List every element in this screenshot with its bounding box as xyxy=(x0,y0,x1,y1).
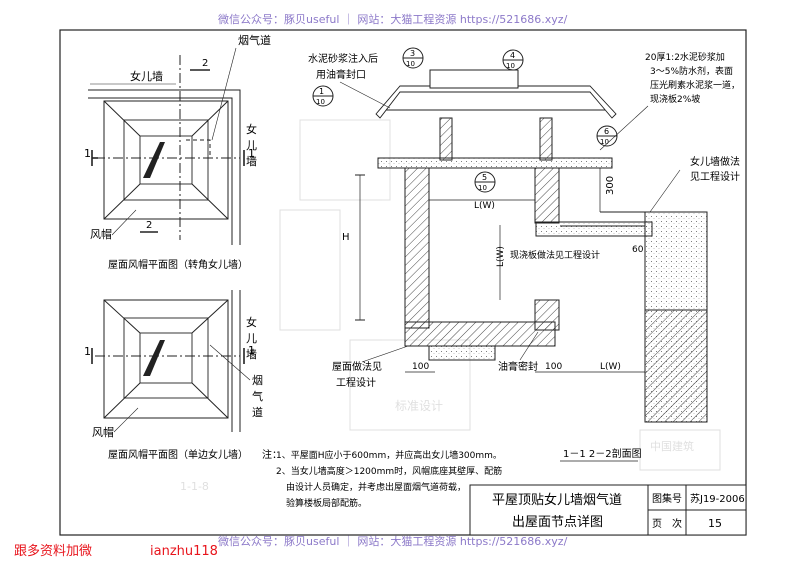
notes-label: 注： xyxy=(262,448,282,461)
section-mark-2b: 2 xyxy=(146,220,152,231)
wall-finish-2: 见工程设计 xyxy=(690,170,740,183)
svg-text:10: 10 xyxy=(478,184,487,192)
drawing-title-2: 出屋面节点详图 xyxy=(512,515,603,530)
dim-60: 60 xyxy=(632,245,644,255)
drawing-title-1: 平屋顶贴女儿墙烟气道 xyxy=(492,492,622,508)
section-mark-1: 1 xyxy=(84,147,91,160)
label-cap: 风帽 xyxy=(92,426,114,439)
label-flue-v3: 道 xyxy=(252,405,263,419)
promo-text: 跟多资料加微 xyxy=(14,544,93,559)
section-detail: H 300 L(W) L(W) 100 100 L(W) 60 1 10 3 1… xyxy=(308,47,740,462)
svg-text:6: 6 xyxy=(604,127,609,136)
grout-note-2: 用油膏封口 xyxy=(316,68,366,81)
section-mark-2: 2 xyxy=(202,58,208,69)
svg-text:3: 3 xyxy=(410,49,415,58)
label-flue-top: 烟气道 xyxy=(238,33,271,47)
label-parapet-top: 女儿墙 xyxy=(130,69,163,83)
note-2: 2、当女儿墙高度＞1200mm时，风帽底座其壁厚、配筋 xyxy=(276,465,502,477)
seal-note: 油膏密封 xyxy=(498,360,538,373)
plan-single-wall: 1 1 女 儿 墙 烟 气 道 风帽 屋面风帽平面图（单边女儿墙） xyxy=(84,290,263,461)
dim-lw-top: L(W) xyxy=(474,201,495,211)
bg-fragment: 中国建筑 xyxy=(650,439,694,453)
plan1-title: 屋面风帽平面图（转角女儿墙） xyxy=(108,258,248,271)
svg-text:10: 10 xyxy=(600,138,609,146)
watermark-top: 微信公众号：豚贝useful ｜ 网站：大猫工程资源 https://52168… xyxy=(218,13,568,26)
set-value: 苏J19-2006 xyxy=(690,492,745,505)
plan2-title: 屋面风帽平面图（单边女儿墙） xyxy=(108,448,248,461)
general-notes: 注： 1、平屋面H应小于600mm，并应高出女儿墙300mm。 2、当女儿墙高度… xyxy=(262,448,502,509)
dim-H: H xyxy=(342,232,350,243)
dim-300: 300 xyxy=(605,176,616,195)
note-1: 1、平屋面H应小于600mm，并应高出女儿墙300mm。 xyxy=(276,449,502,461)
detail-callout: 5 10 xyxy=(474,171,496,193)
wall-finish-1: 女儿墙做法 xyxy=(690,155,740,168)
detail-callout: 6 10 xyxy=(596,125,618,147)
label-wall-v1: 女 xyxy=(246,122,257,136)
section-mark-1: 1 xyxy=(84,345,91,358)
roof-note-1: 屋面做法见 xyxy=(332,360,382,373)
plan-corner-wall: 1 1 2 2 女儿墙 烟气道 女 儿 墙 风帽 屋面风帽平面图（转角女儿墙） xyxy=(84,33,271,271)
detail-callout: 1 10 xyxy=(312,85,334,107)
bleed-through: 标准设计 中国建筑 1-1-8 xyxy=(180,119,721,493)
section-mark-1b: 1 xyxy=(248,344,255,357)
mortar-note-4: 现浇板2%坡 xyxy=(650,93,700,105)
note-3: 由设计人员确定，并考虑出屋面烟气道荷载， xyxy=(286,481,466,493)
watermark-bottom: 微信公众号：豚贝useful ｜ 网站：大猫工程资源 https://52168… xyxy=(218,535,568,548)
svg-text:1: 1 xyxy=(319,87,324,96)
note-4: 验算楼板局部配筋。 xyxy=(286,497,367,509)
title-block: 平屋顶贴女儿墙烟气道 出屋面节点详图 图集号 苏J19-2006 页 次 15 xyxy=(469,484,747,536)
svg-text:5: 5 xyxy=(482,173,487,182)
redaction-box xyxy=(92,544,151,559)
label-wall-v1: 女 xyxy=(246,315,257,329)
label-flue-v2: 气 xyxy=(252,389,263,403)
page-label: 页 次 xyxy=(652,517,682,530)
section-title: 1－1 2－2剖面图 xyxy=(563,447,642,460)
set-label: 图集号 xyxy=(652,492,682,505)
mortar-note-1: 20厚1:2水泥砂浆加 xyxy=(645,51,725,63)
svg-text:4: 4 xyxy=(510,51,515,60)
label-cap: 风帽 xyxy=(90,228,112,241)
promo-id: ianzhu118 xyxy=(150,544,218,559)
mortar-note-2: 3～5%防水剂，表面 xyxy=(650,65,733,77)
sheet-frame xyxy=(59,29,747,536)
section-mark-1b: 1 xyxy=(248,147,255,160)
label-wall-v3: 墙 xyxy=(246,347,257,361)
label-flue-v1: 烟 xyxy=(252,373,263,387)
label-wall-v2: 儿 xyxy=(246,332,257,345)
roof-note-2: 工程设计 xyxy=(336,376,376,389)
dim-lw-bottom: L(W) xyxy=(600,362,621,372)
grout-note-1: 水泥砂浆注入后 xyxy=(308,52,378,65)
page-value: 15 xyxy=(708,517,722,530)
detail-callout: 4 10 xyxy=(502,49,524,71)
dim-lw-mid: L(W) xyxy=(496,246,506,267)
mortar-note-3: 压光刷素水泥浆一道， xyxy=(650,79,740,91)
label-wall-v3: 墙 xyxy=(246,154,257,168)
svg-text:10: 10 xyxy=(316,98,325,106)
bg-fragment: 标准设计 xyxy=(395,399,443,413)
promo-line: 跟多资料加微 ianzhu118 xyxy=(14,540,218,559)
detail-callout: 3 10 xyxy=(402,47,424,69)
bg-fragment: 1-1-8 xyxy=(180,480,209,493)
svg-text:10: 10 xyxy=(506,62,515,70)
slab-note: 现浇板做法见工程设计 xyxy=(510,249,600,261)
svg-text:10: 10 xyxy=(406,60,415,68)
dim-100-left: 100 xyxy=(412,362,429,372)
dim-100-right: 100 xyxy=(545,362,562,372)
label-wall-v2: 儿 xyxy=(246,139,257,152)
